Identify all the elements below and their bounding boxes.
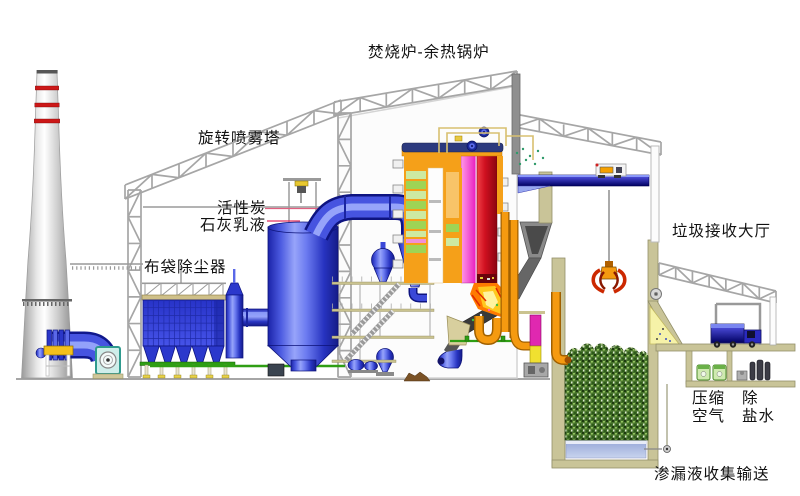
waste-hall-truss [514,113,662,156]
overhead-crane [517,163,650,294]
label-waste-hall: 垃圾接收大厅 [672,222,771,240]
label-compressed-air-2: 空气 [692,407,725,425]
steam-piping [438,127,534,160]
furnace-bottom [403,212,553,382]
heat-exchanger-stripes [406,171,459,253]
left-column [127,189,142,378]
induced-draft-fan-duct [35,329,124,379]
ash-discharger [437,349,463,369]
outlet-duct [225,269,271,359]
compressed-air-tanks [696,364,727,381]
tank-room [685,350,796,388]
boiler-platforms [331,276,435,373]
flue-gas-dots [515,147,545,166]
label-bag-filter: 布袋除尘器 [144,258,227,276]
labels: 焚烧炉-余热锅炉 旋转喷雾塔 活性炭 石灰乳液 布袋除尘器 垃圾接收大厅 压缩 … [144,42,775,483]
pit-floor [551,459,659,469]
leachate-line [644,384,671,453]
ash-pile [403,371,431,382]
crane-trolley [595,163,627,178]
chimney-top [36,70,58,74]
label-incinerator-boiler: 焚烧炉-余热锅炉 [368,42,490,61]
left-building-truss [124,99,342,200]
center-building-truss [333,70,518,117]
ash-hoppers [446,315,471,346]
label-compressed-air-1: 压缩 [692,389,725,407]
label-demin-water-1: 除 [742,389,759,407]
furnace-red [476,151,498,284]
ash-handling [518,311,549,378]
chimney-walkway [70,263,143,270]
label-leachate: 渗漏液收集输送 [654,465,770,483]
grab-bucket [591,261,627,294]
bag-filter-legs [142,364,230,379]
waste-heat-boiler [392,126,545,284]
label-activated-carbon: 活性炭 [217,199,267,217]
garbage-truck [710,323,762,348]
yellow-table [43,345,74,377]
discharge-chute [649,304,680,345]
chimney [21,70,73,379]
pit-right-wall [647,239,659,468]
chimney-platform [22,299,72,302]
waste-pile [564,343,649,441]
boiler-cap [401,142,504,153]
waste-receiving-hall [518,145,796,469]
rotary-spray-tower [266,221,339,372]
duct-bellows [46,329,70,361]
flue-pass-pink [460,151,477,284]
label-lime-emulsion: 石灰乳液 [200,216,266,234]
pump-block [267,363,285,377]
label-spray-tower: 旋转喷雾塔 [198,129,281,147]
pump-2 [364,361,378,371]
reagent-lines [265,207,323,222]
roof-trusses [124,70,777,378]
label-demin-water-2: 盐水 [742,407,775,425]
hoist-trolley [294,180,309,187]
truck-bay-truss [658,262,777,304]
pump-1 [347,359,365,371]
induced-draft-fan [92,346,124,379]
center-right-column [511,73,521,175]
demineralized-water-tanks [736,359,771,381]
tipping-floor [655,343,796,352]
bag-dust-collector [139,266,345,379]
hall-right-wall [650,145,660,243]
bag-filter-hoppers [142,345,225,364]
